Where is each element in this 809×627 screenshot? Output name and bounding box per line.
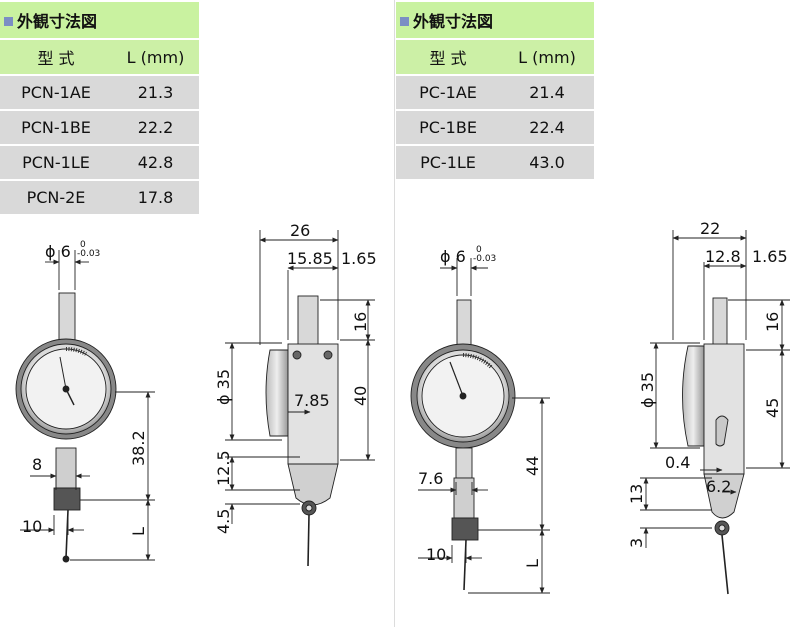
right-side-height-13: 13: [627, 484, 646, 504]
right-side-width-lip: 1.65: [752, 247, 788, 266]
left-side-height-tip: 4.5: [214, 509, 233, 534]
right-side-width-body: 12.8: [705, 247, 741, 266]
right-side-width-0-4: 0.4: [665, 453, 690, 472]
right-front-dim-44: 44: [523, 456, 542, 476]
square-bullet-icon: [400, 17, 409, 26]
left-side-offset: 7.85: [294, 391, 330, 410]
left-front-gauge: [15, 292, 117, 563]
right-side-dial-dia: ϕ 35: [638, 372, 657, 408]
left-front-stem-tol-up: 0: [80, 240, 86, 250]
panel-divider: [394, 0, 395, 627]
right-table-heading: 外観寸法図: [396, 2, 594, 38]
right-side-width-6-2: 6.2: [706, 477, 731, 496]
right-col-type: 型 式: [396, 40, 500, 74]
left-front-dim-L: L: [129, 527, 148, 536]
left-side-height-top: 16: [351, 312, 370, 332]
right-front-gauge: [410, 299, 516, 591]
left-side-height-lower: 12.5: [214, 450, 233, 486]
left-col-len: L (mm): [112, 40, 199, 74]
right-front-dim-7-6: 7.6: [418, 469, 443, 488]
left-front-dim-10: 10: [22, 517, 42, 536]
right-col-len: L (mm): [500, 40, 594, 74]
left-table-heading: 外観寸法図: [0, 2, 199, 38]
left-side-width-body: 15.85: [287, 249, 333, 268]
right-side-width-total: 22: [700, 219, 720, 238]
left-side-width-total: 26: [290, 221, 310, 240]
left-front-stem-tol-dn: -0.03: [77, 249, 100, 259]
right-front-dim-10: 10: [426, 545, 446, 564]
left-front-dim-38: 38.2: [129, 430, 148, 466]
right-side-gauge: [682, 297, 745, 595]
left-side-gauge: [265, 295, 339, 567]
right-front-stem-tol-dn: -0.03: [473, 254, 496, 264]
right-side-height-body: 45: [763, 398, 782, 418]
right-front-stem-tol-up: 0: [476, 245, 482, 255]
right-front-stem-dia: ϕ 6: [440, 247, 466, 266]
square-bullet-icon: [4, 17, 13, 26]
left-front-dim-8: 8: [32, 455, 42, 474]
left-front-stem-dia: ϕ 6: [45, 242, 71, 261]
left-side-width-lip: 1.65: [341, 249, 377, 268]
left-col-type: 型 式: [0, 40, 112, 74]
left-side-height-body: 40: [351, 386, 370, 406]
right-side-height-3: 3: [627, 538, 646, 548]
left-side-dial-dia: ϕ 35: [214, 369, 233, 405]
right-side-height-top: 16: [763, 312, 782, 332]
right-front-dim-L: L: [523, 559, 542, 568]
